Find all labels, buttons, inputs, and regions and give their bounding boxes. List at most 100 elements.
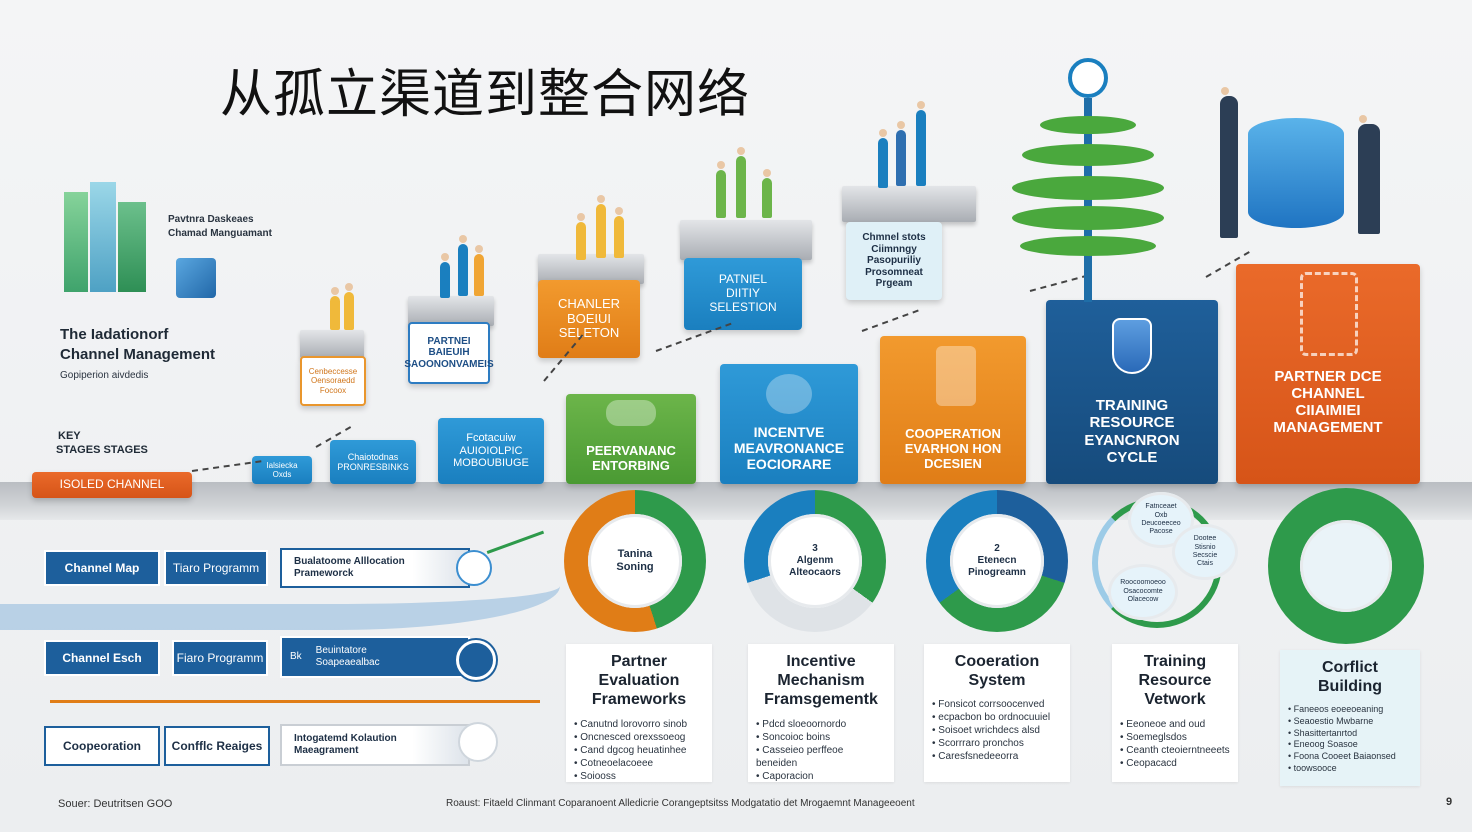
list-item: ecpacbon bo ordnocuuiel: [932, 711, 1062, 724]
stage-5-label: INCENTVE MEAVRONANCE EOCIORARE: [733, 423, 845, 472]
list-item: Cand dgcog heuatinhee: [574, 744, 704, 757]
footer-citation: Roaust: Fitaeld Clinmant Coparanoent All…: [446, 798, 915, 809]
card-5-title: Corflict Building: [1318, 659, 1382, 696]
list-item: Pdcd sloeoornordo: [756, 718, 886, 731]
person-figure: [440, 253, 450, 298]
nav-channel-esch[interactable]: Channel Esch: [44, 640, 160, 676]
ring-2-center: 3 Algenm Alteocaors: [768, 514, 862, 608]
page-number: 9: [1446, 796, 1453, 808]
card-5-list: Faneeos eoeeoeaning Seaoestio Mwbarne Sh…: [1288, 704, 1412, 774]
platform-4: [680, 220, 812, 260]
tower-disc: [1012, 206, 1164, 230]
card-incentive-mechanism: Incentive Mechanism Framsgementk Pdcd sl…: [748, 644, 894, 782]
ring-5-center: [1300, 520, 1392, 612]
person-figure: [576, 213, 586, 260]
list-item: Casseieo perffeoe beneiden: [756, 744, 886, 770]
key-label: KEY: [58, 430, 81, 442]
orange-line: [50, 700, 540, 708]
nav-channel-esch-label: Channel Esch: [62, 651, 142, 665]
ring-3-label: 2 Etenecn Pinogreamn: [968, 543, 1026, 578]
person-figure: [736, 147, 746, 218]
tower-disc: [1040, 116, 1136, 134]
card-cooperation-system: Cooeration System Fonsicot corrsoocenved…: [924, 644, 1070, 782]
connector-line: [1029, 274, 1089, 292]
isolated-channel-label: ISOLED CHANNEL: [59, 477, 165, 492]
isolated-channel-badge: ISOLED CHANNEL: [32, 472, 192, 498]
upper-box-3-label: CHANLER BOEIUI SELETON: [557, 295, 621, 341]
list-item: Oncnesced orexssoeog: [574, 731, 704, 744]
left-heading-2: Channel Management: [60, 346, 216, 363]
handshake-icon: [936, 346, 976, 406]
list-item: Soiooss: [574, 770, 704, 783]
person-figure: [916, 101, 926, 186]
card-partner-evaluation: Partner Evaluation Frameworks Canutnd lo…: [566, 644, 712, 782]
upper-box-1: Cenbeccesse Oensoraedd Focoox: [300, 356, 366, 406]
stage-8-label: PARTNER DCE CHANNEL CIIAIMIEI MANAGEMENT: [1273, 367, 1383, 437]
nav-coopeoration-label: Coopeoration: [63, 739, 141, 753]
card-2-title: Incentive Mechanism Framsgementk: [764, 653, 878, 709]
list-item: Ceopacacd: [1120, 757, 1230, 770]
stage-6: COOPERATION EVARHON HON DCESIEN: [880, 336, 1026, 484]
ring-1-center: Tanina Soning: [588, 514, 682, 608]
left-heading-1: The Iadationorf: [60, 326, 169, 343]
platform-3: [538, 254, 644, 284]
card-1-title: Partner Evaluation Frameworks: [591, 653, 687, 709]
connector-line: [861, 309, 919, 332]
bubble-3: Roocoomoeoo Osacocomte Olacecow: [1108, 564, 1178, 620]
list-item: Eneoog Soasoe: [1288, 739, 1412, 751]
card-3-title: Cooeration System: [954, 653, 1040, 690]
nav-integrated-solution[interactable]: Intogatemd Kolaution Maeagrament: [280, 724, 470, 766]
person-figure: [344, 283, 354, 330]
list-item: Scorrraro pronchos: [932, 737, 1062, 750]
list-item: Caresfsnedeeorra: [932, 750, 1062, 763]
list-item: Ceanth cteoierntneeets: [1120, 744, 1230, 757]
blue-swoosh: [0, 520, 560, 630]
group-icon: [766, 374, 812, 414]
list-item: Cotneoelacoeee: [574, 757, 704, 770]
stage-2-label: Chaiotodnas PRONRESBINKS: [337, 451, 409, 472]
card-training-resource: Training Resource Vetwork Eeoneoe and ou…: [1112, 644, 1238, 782]
nav-beuintatore[interactable]: Bk Beuintatore Soapeaealbac: [280, 636, 470, 678]
person-figure: [596, 195, 606, 258]
database-icon: [1248, 118, 1344, 228]
people-icon[interactable]: [458, 722, 498, 762]
list-item: Eeoneoe and oud: [1120, 718, 1230, 731]
nav-fiaro-program-label: Fiaro Programm: [176, 651, 264, 665]
stage-4-label: PEERVANANC ENTORBING: [586, 443, 676, 474]
tower-disc: [1022, 144, 1154, 166]
network-icon: [1300, 272, 1358, 356]
legend-line-1: Pavtnra Daskeaes: [168, 214, 254, 225]
nav-coopeoration[interactable]: Coopeoration: [44, 726, 160, 766]
upper-box-4: PATNIEL DIITIY SELESTION: [684, 258, 802, 330]
stage-6-label: COOPERATION EVARHON HON DCESIEN: [904, 426, 1002, 472]
nav-integrated-label: Intogatemd Kolaution Maeagrament: [294, 733, 397, 756]
stage-2: Chaiotodnas PRONRESBINKS: [330, 440, 416, 484]
stage-1-label: Ialsiecka Oxds: [266, 460, 298, 479]
clock-icon: [1068, 58, 1108, 98]
person-figure: [762, 169, 772, 218]
list-item: Soemeglsdos: [1120, 731, 1230, 744]
list-item: Caporacion: [756, 770, 886, 783]
team-icon: [606, 400, 656, 426]
bubble-1-label: Fatnceaet Oxb Deucoeeceo Pacose: [1141, 503, 1181, 536]
cube-icon: [176, 258, 216, 298]
nav-fiaro-program[interactable]: Fiaro Programm: [172, 640, 268, 676]
upper-box-3: CHANLER BOEIUI SELETON: [538, 280, 640, 358]
upper-box-2-label: PARTNEI BAIEUIH SAOONONVAMEIS: [404, 335, 494, 370]
list-item: Soisoet wrichdecs alsd: [932, 724, 1062, 737]
businessman-figure: [1358, 115, 1380, 234]
nav-conflict-reaiges[interactable]: Confflc Reaiges: [164, 726, 270, 766]
ring-1-label: Tanina Soning: [616, 547, 654, 573]
stage-3-label: Fcotacuiw AUIOIOLPIC MOBOUBIUGE: [453, 432, 529, 470]
settings-icon[interactable]: [456, 640, 496, 680]
stage-8: PARTNER DCE CHANNEL CIIAIMIEI MANAGEMENT: [1236, 264, 1420, 484]
upper-box-5: Chmnel stots Ciimnngy Pasopuriliy Prosom…: [846, 222, 942, 300]
ring-2-label: 3 Algenm Alteocaors: [789, 543, 841, 578]
upper-box-4-label: PATNIEL DIITIY SELESTION: [709, 272, 777, 314]
person-figure: [458, 235, 468, 296]
person-figure: [474, 245, 484, 296]
card-3-list: Fonsicot corrsoocenved ecpacbon bo ordno…: [932, 698, 1062, 763]
stage-4: PEERVANANC ENTORBING: [566, 394, 696, 484]
platform-5: [842, 186, 976, 222]
list-item: Fonsicot corrsoocenved: [932, 698, 1062, 711]
